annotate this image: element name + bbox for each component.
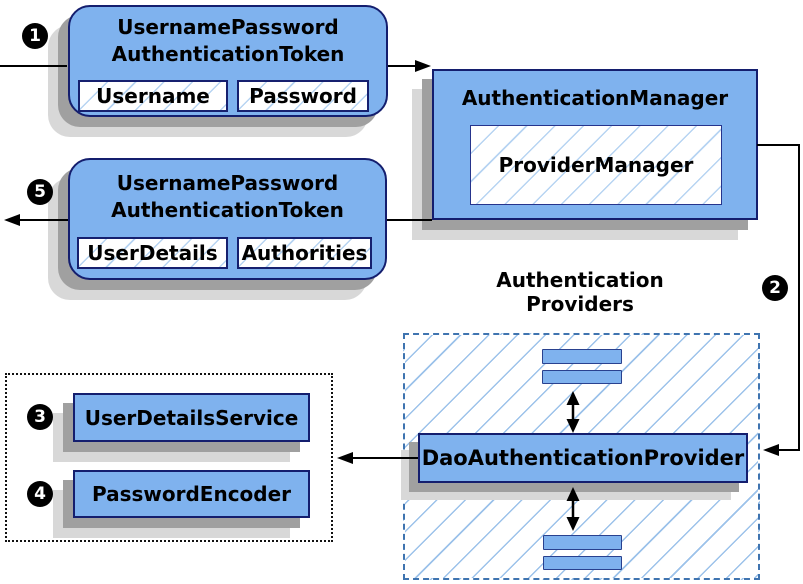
result-token-title: UsernamePassword AuthenticationToken [70,160,385,224]
provider-bar-bottom-2 [543,556,622,570]
provider-bar-top-2 [542,370,622,384]
step-4-badge: 4 [27,481,53,507]
step-3-badge: 3 [27,404,53,430]
authentication-providers-heading-line1: Authentication [496,268,664,292]
step-1-number: 1 [29,26,41,46]
request-token-box: UsernamePassword AuthenticationToken Use… [68,5,388,117]
user-details-service-box: UserDetailsService [73,393,310,442]
token-to-manager-arrowhead-icon [415,60,431,72]
username-field-label: Username [96,84,210,108]
authentication-manager-box: AuthenticationManager ProviderManager [432,69,758,220]
step-1-badge: 1 [22,23,48,49]
manager-to-provider-arrowhead-icon [763,444,779,456]
result-token-title-line1: UsernamePassword [116,171,339,195]
authorities-field-label: Authorities [241,241,368,265]
provider-manager-label: ProviderManager [498,153,694,177]
username-field-box: Username [78,80,228,112]
request-token-title-line1: UsernamePassword [117,15,339,39]
dao-authentication-provider-box: DaoAuthenticationProvider [418,433,748,483]
step-5-badge: 5 [27,179,53,205]
step-5-number: 5 [34,182,46,202]
provider-bar-top-1 [542,349,622,364]
result-token-title-line2: AuthenticationToken [111,198,344,222]
provider-manager-box: ProviderManager [470,125,722,205]
result-token-box: UsernamePassword AuthenticationToken Use… [68,158,387,280]
step-3-number: 3 [34,407,46,427]
provider-bar-bottom-1 [543,535,622,550]
authentication-providers-heading: Authentication Providers [455,268,705,316]
password-encoder-box: PasswordEncoder [73,470,310,518]
provider-to-services-arrowhead-icon [337,452,353,464]
userdetails-field-label: UserDetails [87,241,218,265]
password-field-box: Password [237,80,369,112]
step-2-number: 2 [769,278,781,298]
request-token-title: UsernamePassword AuthenticationToken [70,7,386,68]
password-field-label: Password [249,84,357,108]
step-2-badge: 2 [762,275,788,301]
result-outgoing-arrowhead-icon [4,214,20,226]
step-4-number: 4 [34,484,46,504]
userdetails-field-box: UserDetails [77,237,228,269]
request-token-title-line2: AuthenticationToken [111,42,345,66]
password-encoder-label: PasswordEncoder [91,482,292,506]
user-details-service-label: UserDetailsService [84,405,299,430]
authentication-manager-title: AuthenticationManager [461,86,729,110]
authentication-providers-heading-line2: Providers [526,292,634,316]
dao-authentication-provider-label: DaoAuthenticationProvider [421,446,745,470]
authorities-field-box: Authorities [237,237,372,269]
